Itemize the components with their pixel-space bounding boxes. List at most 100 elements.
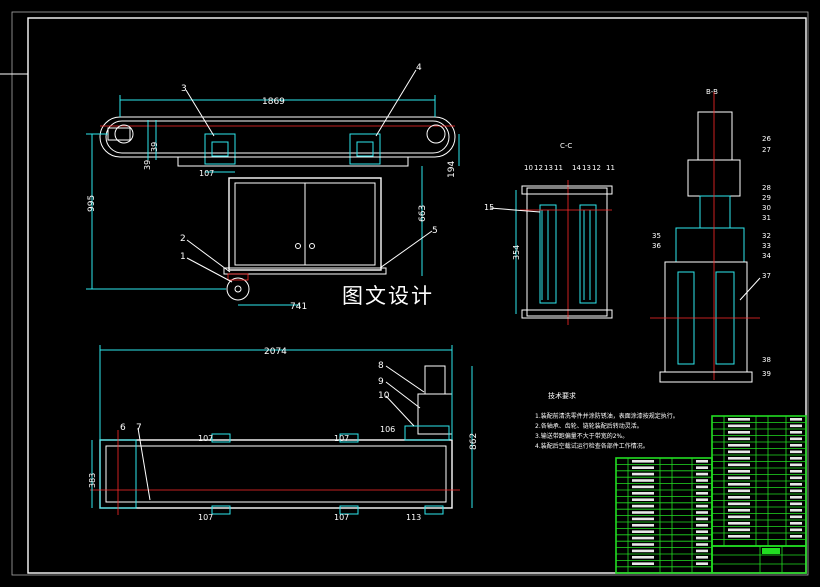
parts-cell-mark xyxy=(632,556,654,559)
bb-housing xyxy=(664,261,748,373)
leader-3 xyxy=(185,89,215,137)
parts-cell-mark xyxy=(696,485,708,489)
parts-cell-mark xyxy=(632,536,654,540)
top-dim-106: 106 xyxy=(380,425,395,434)
front-callout-2: 2 xyxy=(180,234,186,244)
top-dim-length: 2074 xyxy=(264,347,287,357)
bb-callout-36: 36 xyxy=(652,242,661,250)
bb-callout-29: 29 xyxy=(762,194,771,202)
technical-notes: 技术要求 1.装配前清洗零件并涂防锈油，表面涂漆按规定执行。 2.各轴承、齿轮、… xyxy=(535,391,679,450)
parts-cell-mark xyxy=(790,457,802,460)
cabinet-outer xyxy=(228,177,382,271)
top-motor-mount xyxy=(424,365,446,395)
front-dim-small-1: 39 xyxy=(150,142,159,152)
parts-cell-mark xyxy=(632,498,654,501)
parts-cell-mark xyxy=(790,476,802,480)
note-3: 3.输送带跑偏量不大于带宽的2%。 xyxy=(535,432,628,440)
top-motor-base xyxy=(404,425,450,441)
top-dim-107-d: 107 xyxy=(334,513,349,522)
parts-cell-mark xyxy=(728,496,750,499)
parts-cell-mark xyxy=(696,536,708,540)
parts-cell-mark xyxy=(728,457,750,460)
watermark-backdrop xyxy=(334,276,496,312)
top-foot-3 xyxy=(211,505,231,515)
inner-sheet-border xyxy=(27,17,807,574)
notes-title: 技术要求 xyxy=(548,391,576,400)
parts-cell-mark xyxy=(696,524,708,527)
parts-cell-mark xyxy=(728,528,750,532)
cc-leader-15 xyxy=(489,207,541,213)
top-motor-body xyxy=(417,393,453,435)
top-callout-8: 8 xyxy=(378,361,384,371)
top-callout-7: 7 xyxy=(136,423,142,433)
bb-coupling xyxy=(699,195,731,229)
title-block-logo xyxy=(762,548,780,554)
parts-cell-mark xyxy=(696,543,708,546)
front-dim-top: 194 xyxy=(447,161,457,178)
support-left-inner xyxy=(211,141,229,157)
cc-callout-e: 14 xyxy=(572,164,581,172)
door-knob-right xyxy=(309,243,315,249)
section-cc-view: C-C 354 15 10 12 13 11 14 13 12 11 xyxy=(484,142,615,325)
parts-cell-mark xyxy=(632,530,654,533)
left-bearing xyxy=(107,127,131,141)
beam xyxy=(177,156,409,167)
front-view: 1869 995 663 194 741 39 39 107 3 4 2 1 5 xyxy=(86,63,460,312)
parts-cell-mark xyxy=(632,485,654,489)
parts-cell-mark xyxy=(728,418,750,421)
top-foot-2 xyxy=(339,433,359,443)
cc-callout-f: 13 xyxy=(582,164,591,172)
parts-cell-mark xyxy=(790,522,802,525)
parts-cell-mark xyxy=(632,543,654,546)
parts-cell-mark xyxy=(790,437,802,441)
parts-cell-mark xyxy=(790,470,802,473)
cc-title: C-C xyxy=(560,142,572,150)
parts-cell-mark xyxy=(696,556,708,559)
bb-callout-28: 28 xyxy=(762,184,771,192)
cc-bottom-plate xyxy=(521,309,613,319)
parts-cell-mark xyxy=(790,450,802,454)
bb-base xyxy=(659,371,753,383)
parts-cell-mark xyxy=(728,476,750,480)
parts-cell-mark xyxy=(790,483,802,486)
top-view: 2074 862 383 107 107 107 107 113 106 8 9… xyxy=(88,345,479,522)
bb-callout-32: 32 xyxy=(762,232,771,240)
parts-cell-mark xyxy=(790,444,802,447)
bb-motor-top xyxy=(697,111,733,161)
cc-top-plate xyxy=(521,185,613,195)
parts-cell-mark xyxy=(632,511,654,514)
support-right xyxy=(349,133,381,165)
cc-callout-h: 11 xyxy=(606,164,615,172)
parts-cell-mark xyxy=(728,470,750,473)
bb-callout-33: 33 xyxy=(762,242,771,250)
parts-cell-mark xyxy=(790,424,802,428)
bb-callout-34: 34 xyxy=(762,252,771,260)
front-callout-4: 4 xyxy=(416,63,422,73)
top-leader-9 xyxy=(385,381,421,409)
parts-cell-mark xyxy=(790,535,802,538)
drive-roller-right xyxy=(426,124,446,144)
conveyor-belt-outline xyxy=(99,116,456,158)
parts-cell-mark xyxy=(728,450,750,454)
top-foot-4 xyxy=(339,505,359,515)
section-bb-view: B-B 26 27 28 29 30 31 32 33 34 35 36 37 … xyxy=(650,88,771,383)
parts-cell-mark xyxy=(790,496,802,499)
parts-cell-mark xyxy=(696,504,708,508)
top-belt-frame xyxy=(99,439,453,509)
bb-callout-27: 27 xyxy=(762,146,771,154)
parts-cell-mark xyxy=(632,472,654,476)
parts-cell-mark xyxy=(696,492,708,495)
front-callout-5: 5 xyxy=(432,226,438,236)
bb-callout-31: 31 xyxy=(762,214,771,222)
cc-callout-b: 12 xyxy=(534,164,543,172)
caster-mount xyxy=(227,273,249,281)
cc-dim-height: 354 xyxy=(512,245,521,260)
front-callout-3: 3 xyxy=(181,84,187,94)
cc-callout-d: 11 xyxy=(554,164,563,172)
parts-cell-mark xyxy=(728,437,750,441)
outer-sheet-border xyxy=(11,11,809,576)
top-dim-107-b: 107 xyxy=(334,434,349,443)
top-leader-10 xyxy=(385,395,415,427)
parts-cell-mark xyxy=(728,463,750,467)
leader-2 xyxy=(186,239,231,273)
